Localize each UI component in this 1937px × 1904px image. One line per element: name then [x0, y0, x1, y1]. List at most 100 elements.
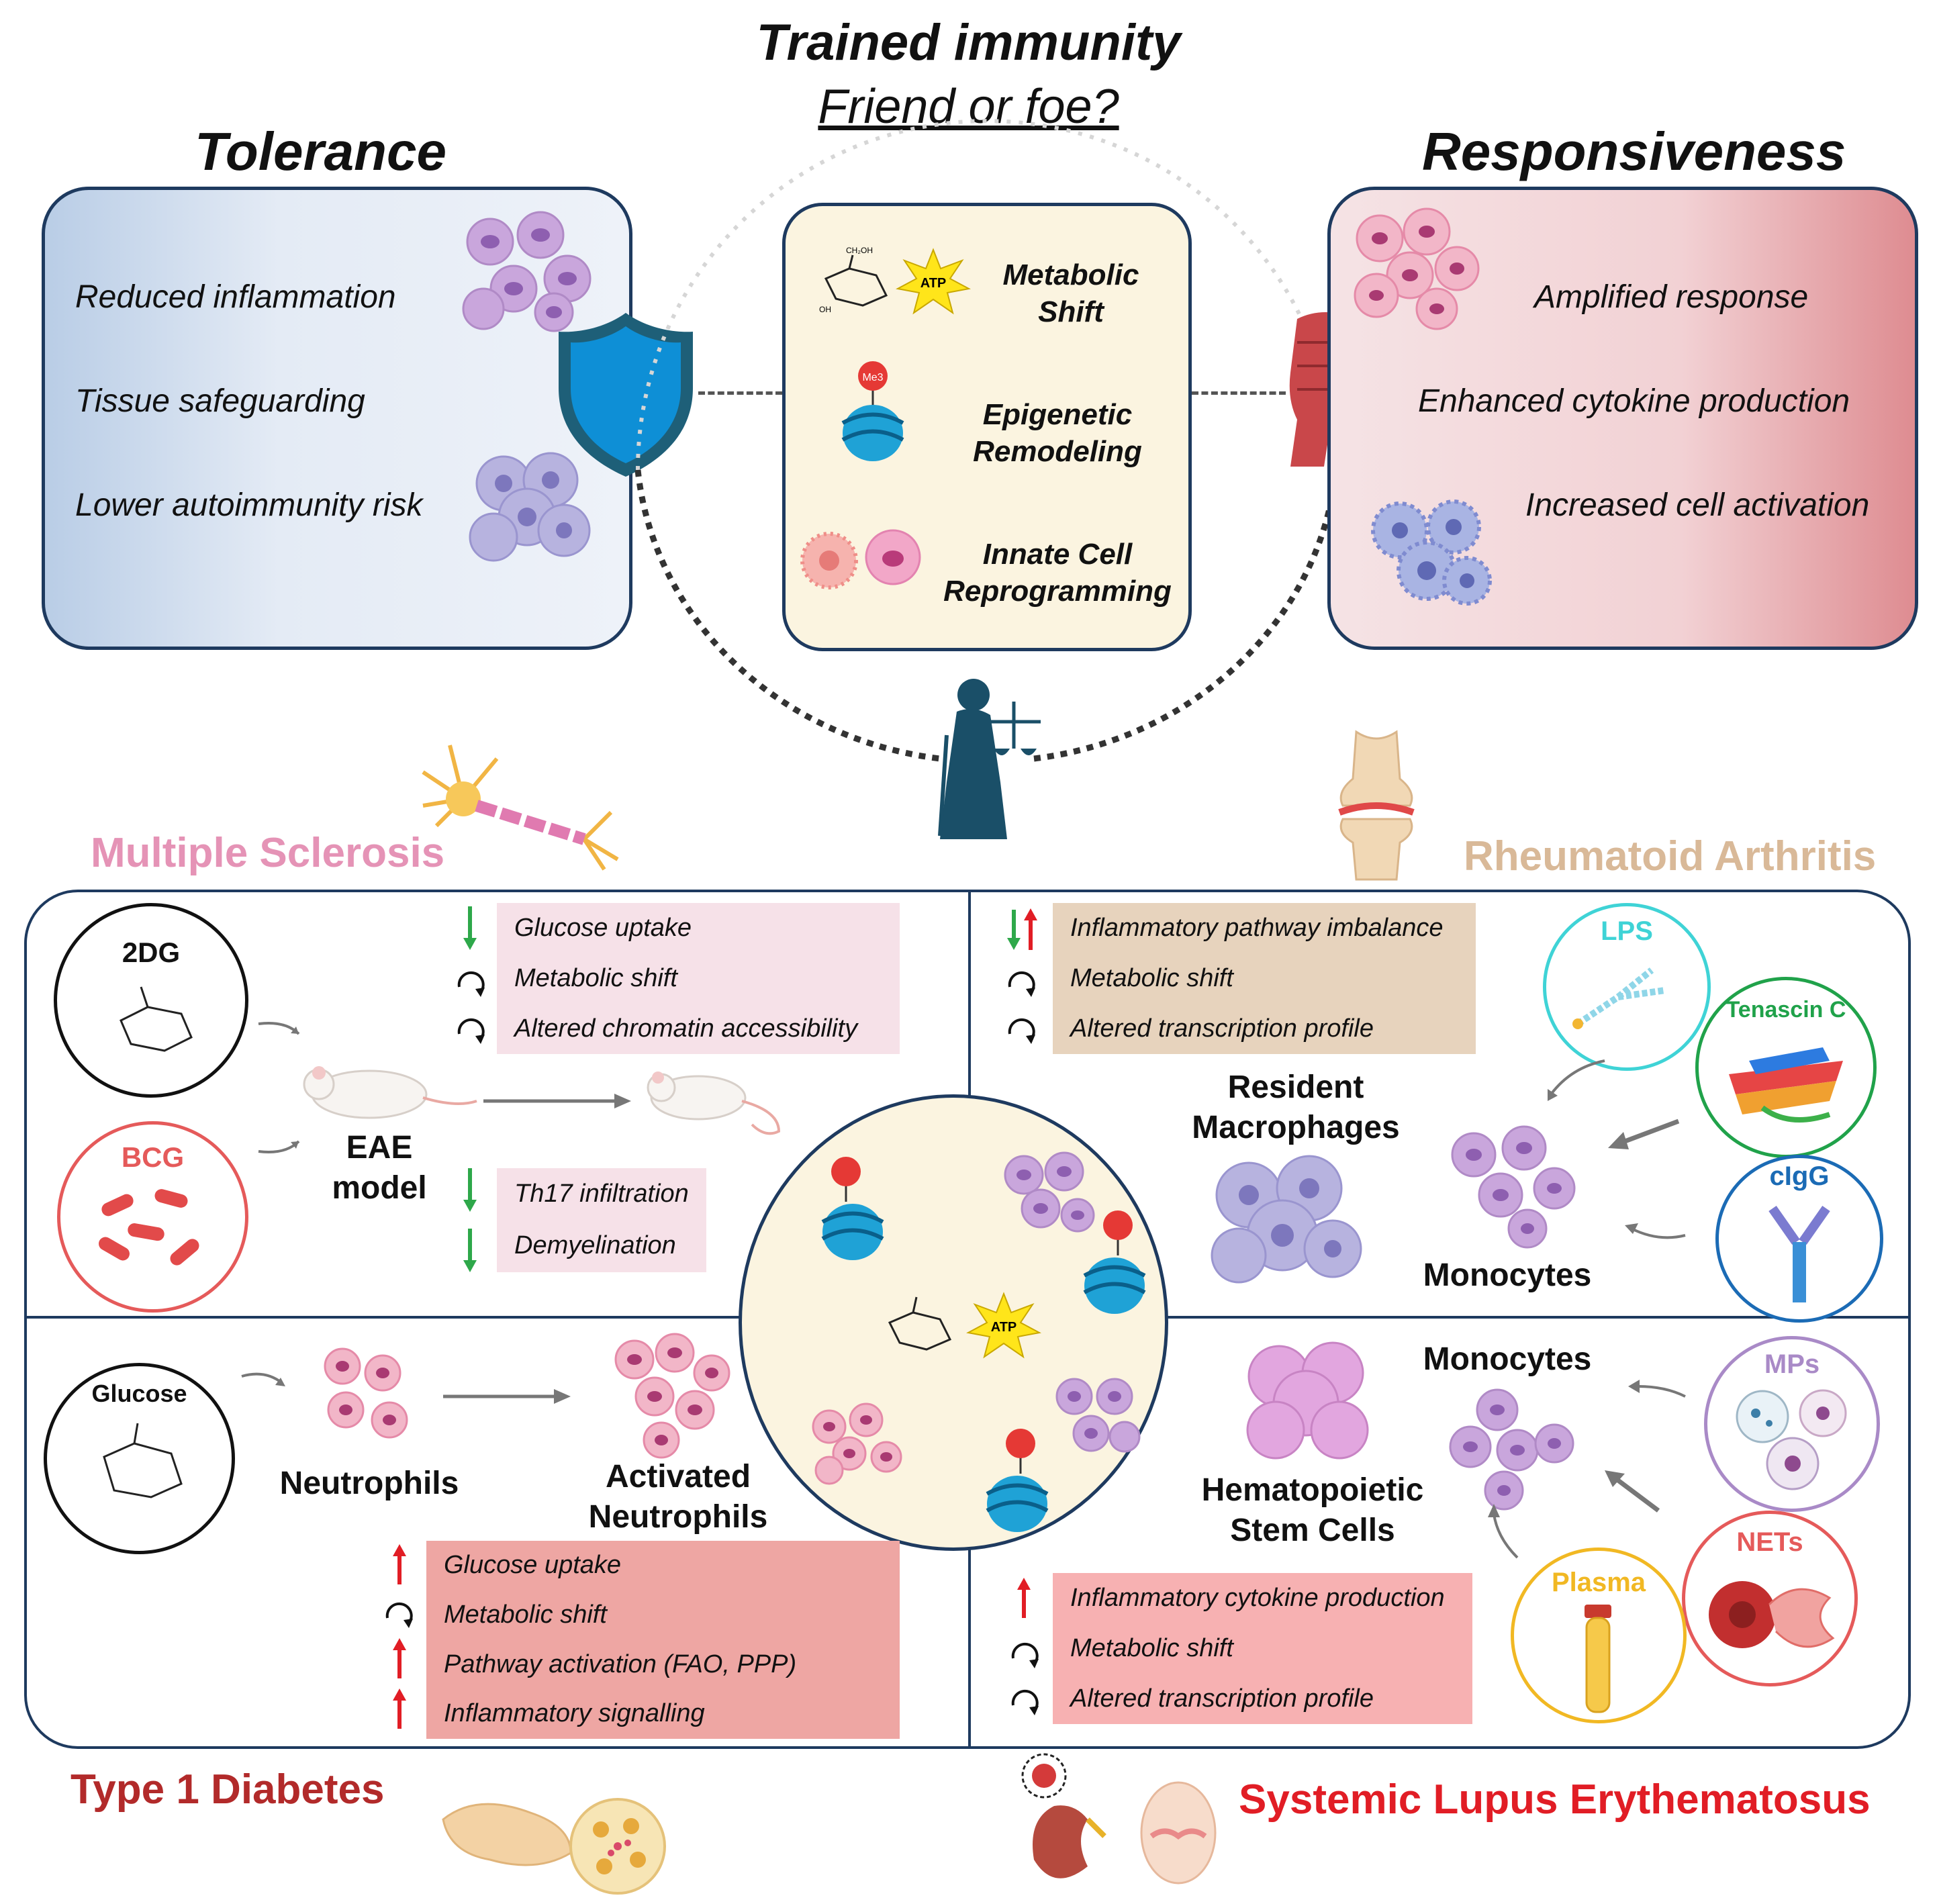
responsiveness-title: Responsiveness [1422, 122, 1846, 181]
joint-icon [1338, 730, 1415, 881]
tolerance-cells-icon [462, 211, 592, 332]
monocyte-cluster-icon [1004, 1151, 1095, 1233]
plasma-label: Plasma [1551, 1568, 1646, 1597]
atp-label: ATP [920, 276, 947, 291]
sle-note: Inflammatory cytokine production Metabol… [1053, 1573, 1472, 1724]
t1d-activated-neutrophils-label: Activated Neutrophils [588, 1459, 768, 1535]
cigg-label: cIgG [1769, 1161, 1830, 1191]
responsive-neutrophils-icon [1354, 207, 1480, 330]
ra-note-pathway: Inflammatory pathway imbalance [1070, 913, 1444, 942]
monocyte-cluster-icon [1449, 1388, 1574, 1511]
figure-subtitle: Friend or foe? [818, 80, 1119, 134]
glucose-ch2oh: CH₂OH [846, 246, 873, 255]
healthy-mouse-icon [647, 1072, 781, 1135]
epigenetic-remodeling-label: Epigenetic Remodeling [973, 398, 1142, 468]
t1d-note-pathway: Pathway activation (FAO, PPP) [444, 1650, 797, 1678]
t1d-note-metabolic: Metabolic shift [444, 1600, 607, 1629]
connector-left [698, 391, 782, 395]
atp-burst-icon: ATP [966, 1292, 1041, 1359]
sle-note-transcription: Altered transcription profile [1070, 1684, 1374, 1713]
ms-note-glucose: Glucose uptake [514, 913, 692, 942]
2dg-label: 2DG [122, 937, 181, 968]
sle-note-metabolic: Metabolic shift [1070, 1633, 1233, 1662]
t1d-progress-arrow [443, 1389, 571, 1404]
ra-indicator-icons [1007, 908, 1037, 1044]
glucose-label: Glucose [91, 1380, 187, 1407]
tolerance-item-1: Reduced inflammation [75, 279, 396, 315]
ra-resident-macrophages-label: Resident Macrophages [1192, 1069, 1400, 1145]
shield-icon [559, 313, 693, 477]
2dg-structure-icon [120, 986, 193, 1052]
glucose-circle [44, 1363, 235, 1554]
tolerance-title: Tolerance [195, 122, 446, 181]
neuron-icon [422, 745, 619, 871]
glucose-structure-icon: CH₂OH OH [819, 246, 888, 314]
kidney-face-icon [1021, 1753, 1217, 1885]
hematopoietic-stem-cell-icon [1246, 1341, 1369, 1460]
sle-note-cytokine: Inflammatory cytokine production [1070, 1583, 1445, 1612]
ms-input-arrows [258, 1022, 300, 1153]
disease-quadrants [24, 890, 1911, 1749]
ms-title: Multiple Sclerosis [91, 830, 445, 876]
mps-circle [1704, 1336, 1880, 1512]
t1d-note-glucose: Glucose uptake [444, 1551, 622, 1580]
mps-label: MPs [1764, 1349, 1820, 1379]
nets-label: NETs [1736, 1527, 1803, 1557]
microparticles-icon [1736, 1389, 1847, 1490]
sle-hsc-label: Hematopoietic Stem Cells [1201, 1472, 1424, 1548]
t1d-indicator-icons [385, 1544, 413, 1729]
ra-note: Inflammatory pathway imbalance Metabolic… [1053, 903, 1476, 1054]
bacteria-icon [99, 1189, 199, 1266]
ms-note-top: Glucose uptake Metabolic shift Altered c… [497, 903, 900, 1054]
t1d-input-arrow [241, 1372, 285, 1386]
2dg-circle [54, 903, 248, 1098]
tenascin-label: Tenascin C [1726, 997, 1846, 1022]
tolerance-item-2: Tissue safeguarding [75, 383, 365, 419]
ms-progress-arrow [483, 1094, 631, 1108]
responsiveness-item-1: Amplified response [1534, 279, 1809, 315]
tolerance-panel [42, 187, 632, 650]
ra-note-transcription: Altered transcription profile [1070, 1014, 1374, 1043]
monocyte-cluster-icon [1451, 1125, 1576, 1249]
figure-title: Trained immunity [756, 14, 1181, 71]
glucose-oh: OH [819, 305, 831, 314]
tolerance-macrophage-cluster-icon [469, 452, 591, 562]
ra-stimulus-arrows [1548, 1059, 1686, 1239]
me3-label: Me3 [862, 372, 883, 383]
responsiveness-item-3: Increased cell activation [1525, 487, 1870, 523]
metabolic-shift-label: Metabolic Shift [1002, 258, 1139, 328]
nucleosome-icon [986, 1429, 1049, 1532]
pancreas-icon [442, 1798, 666, 1895]
ms-note-bottom: Th17 infiltration Demyelination [497, 1168, 706, 1272]
macrophage-cluster-icon [1211, 1155, 1362, 1284]
tolerance-item-3: Lower autoimmunity risk [75, 487, 423, 523]
mouse-icon [303, 1066, 477, 1119]
lps-label: LPS [1601, 916, 1653, 946]
ms-note-chromatin: Altered chromatin accessibility [514, 1014, 858, 1043]
t1d-note-signalling: Inflammatory signalling [444, 1699, 705, 1728]
nucleosome-icon [821, 1157, 884, 1260]
balance-arc [634, 119, 1339, 762]
atp-label: ATP [991, 1320, 1017, 1335]
bcg-label: BCG [121, 1141, 185, 1173]
ms-indicator-icons [457, 906, 485, 1044]
activated-neutrophil-cluster-icon [614, 1333, 730, 1459]
antibody-icon [1768, 1205, 1830, 1302]
connector-right [1192, 391, 1286, 395]
nucleosome-icon [1083, 1210, 1146, 1314]
nucleosome-icon: Me3 [841, 361, 904, 461]
ra-note-metabolic: Metabolic shift [1070, 963, 1233, 992]
sle-title: Systemic Lupus Erythematosus [1239, 1776, 1871, 1823]
nets-icon [1709, 1581, 1835, 1648]
tenascin-protein-icon [1729, 1047, 1843, 1123]
responsiveness-item-2: Enhanced cytokine production [1418, 383, 1850, 419]
atp-burst-icon: ATP [896, 248, 971, 315]
lps-molecule-icon [1572, 967, 1666, 1029]
glucose-structure-icon [103, 1423, 183, 1498]
monocyte-cluster-icon [1055, 1378, 1141, 1453]
innate-reprogramming-label: Innate Cell Reprogramming [943, 538, 1172, 608]
t1d-title: Type 1 Diabetes [70, 1766, 385, 1813]
activated-macrophage-cluster-icon [1371, 499, 1492, 606]
neutrophil-cluster-icon [324, 1347, 408, 1439]
t1d-note: Glucose uptake Metabolic shift Pathway a… [426, 1541, 900, 1739]
